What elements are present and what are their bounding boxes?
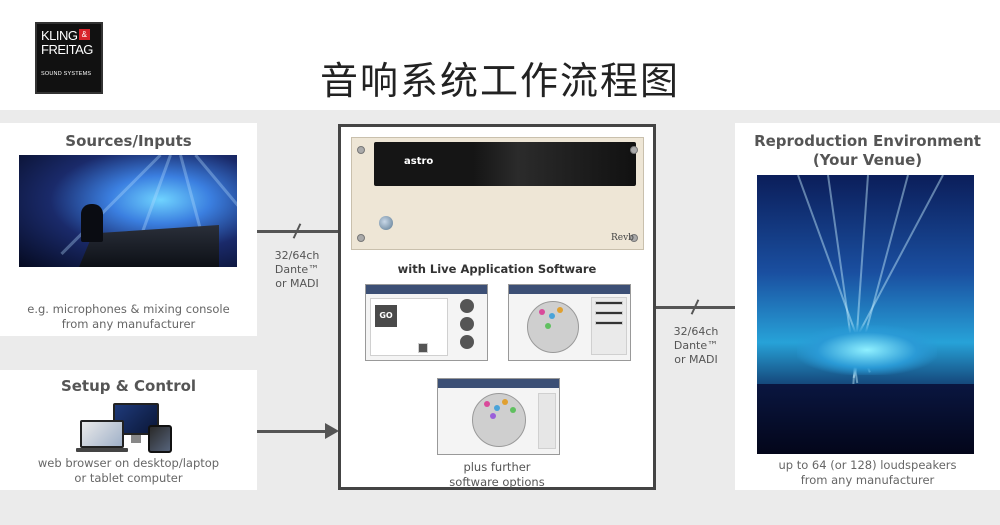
- center-caption-line2: software options: [449, 475, 545, 489]
- logo-amp: &: [78, 29, 90, 40]
- rack-screw-icon: [357, 234, 365, 242]
- logo-line1: KLING: [41, 28, 78, 43]
- go-button-icon: GO: [375, 305, 397, 327]
- left-connection-label: 32/64ch Dante™ or MADI: [262, 249, 332, 291]
- setup-panel: Setup & Control web browser on desktop/l…: [0, 370, 257, 490]
- reproduction-caption-line1: up to 64 (or 128) loudspeakers: [778, 458, 957, 472]
- rack-screw-icon: [357, 146, 365, 154]
- software-subtitle: with Live Application Software: [397, 262, 597, 276]
- app-screenshot-control: GO: [365, 284, 488, 361]
- sources-title: Sources/Inputs: [65, 132, 192, 150]
- reproduction-title-line1: Reproduction Environment: [754, 132, 981, 150]
- laptop-base-icon: [76, 448, 128, 452]
- left-conn-line2: Dante™: [274, 263, 320, 276]
- setup-connector-line: [257, 430, 327, 433]
- rack-screw-icon: [630, 234, 638, 242]
- left-conn-line1: 32/64ch: [274, 249, 320, 262]
- center-caption-line1: plus further: [463, 460, 531, 474]
- logo-sub: SOUND SYSTEMS: [41, 71, 92, 77]
- monitor-stand-icon: [131, 435, 141, 443]
- tablet-icon: [148, 425, 172, 453]
- right-conn-line1: 32/64ch: [673, 325, 719, 338]
- sources-caption-line1: e.g. microphones & mixing console: [27, 302, 230, 316]
- reproduction-caption-line2: from any manufacturer: [800, 473, 935, 487]
- kling-freitag-logo: KLING& FREITAG SOUND SYSTEMS: [35, 22, 103, 94]
- concert-mixing-photo: [19, 155, 237, 267]
- setup-arrow-icon: [325, 423, 339, 439]
- setup-caption-line1: web browser on desktop/laptop: [37, 456, 220, 470]
- rack-logo-icon: [379, 216, 393, 230]
- rack-brand: astro: [404, 156, 434, 167]
- setup-caption-line2: or tablet computer: [74, 471, 183, 485]
- sources-caption-line2: from any manufacturer: [61, 317, 196, 331]
- rack-screw-icon: [630, 146, 638, 154]
- reproduction-panel: Reproduction Environment (Your Venue) up…: [735, 123, 1000, 490]
- rack-processor-unit: astro Revb: [351, 137, 644, 250]
- sources-panel: Sources/Inputs e.g. microphones & mixing…: [0, 123, 257, 336]
- processor-box: astro Revb with Live Application Softwar…: [338, 124, 656, 490]
- right-connection-label: 32/64ch Dante™ or MADI: [661, 325, 731, 367]
- rack-front-panel: astro: [374, 142, 636, 186]
- rack-model: Revb: [611, 233, 634, 243]
- logo-line2: FREITAG: [41, 42, 93, 57]
- app-screenshot-spatial: [508, 284, 631, 361]
- page-title: 音响系统工作流程图: [319, 59, 680, 103]
- laptop-icon: [80, 420, 124, 448]
- header-band: [0, 0, 1000, 110]
- app-screenshot-options: [437, 378, 560, 455]
- right-conn-line2: Dante™: [673, 339, 719, 352]
- left-conn-line3: or MADI: [275, 277, 319, 290]
- reproduction-title-line2: (Your Venue): [812, 151, 923, 169]
- setup-title: Setup & Control: [60, 377, 197, 395]
- venue-photo: [757, 175, 974, 454]
- right-conn-line3: or MADI: [674, 353, 718, 366]
